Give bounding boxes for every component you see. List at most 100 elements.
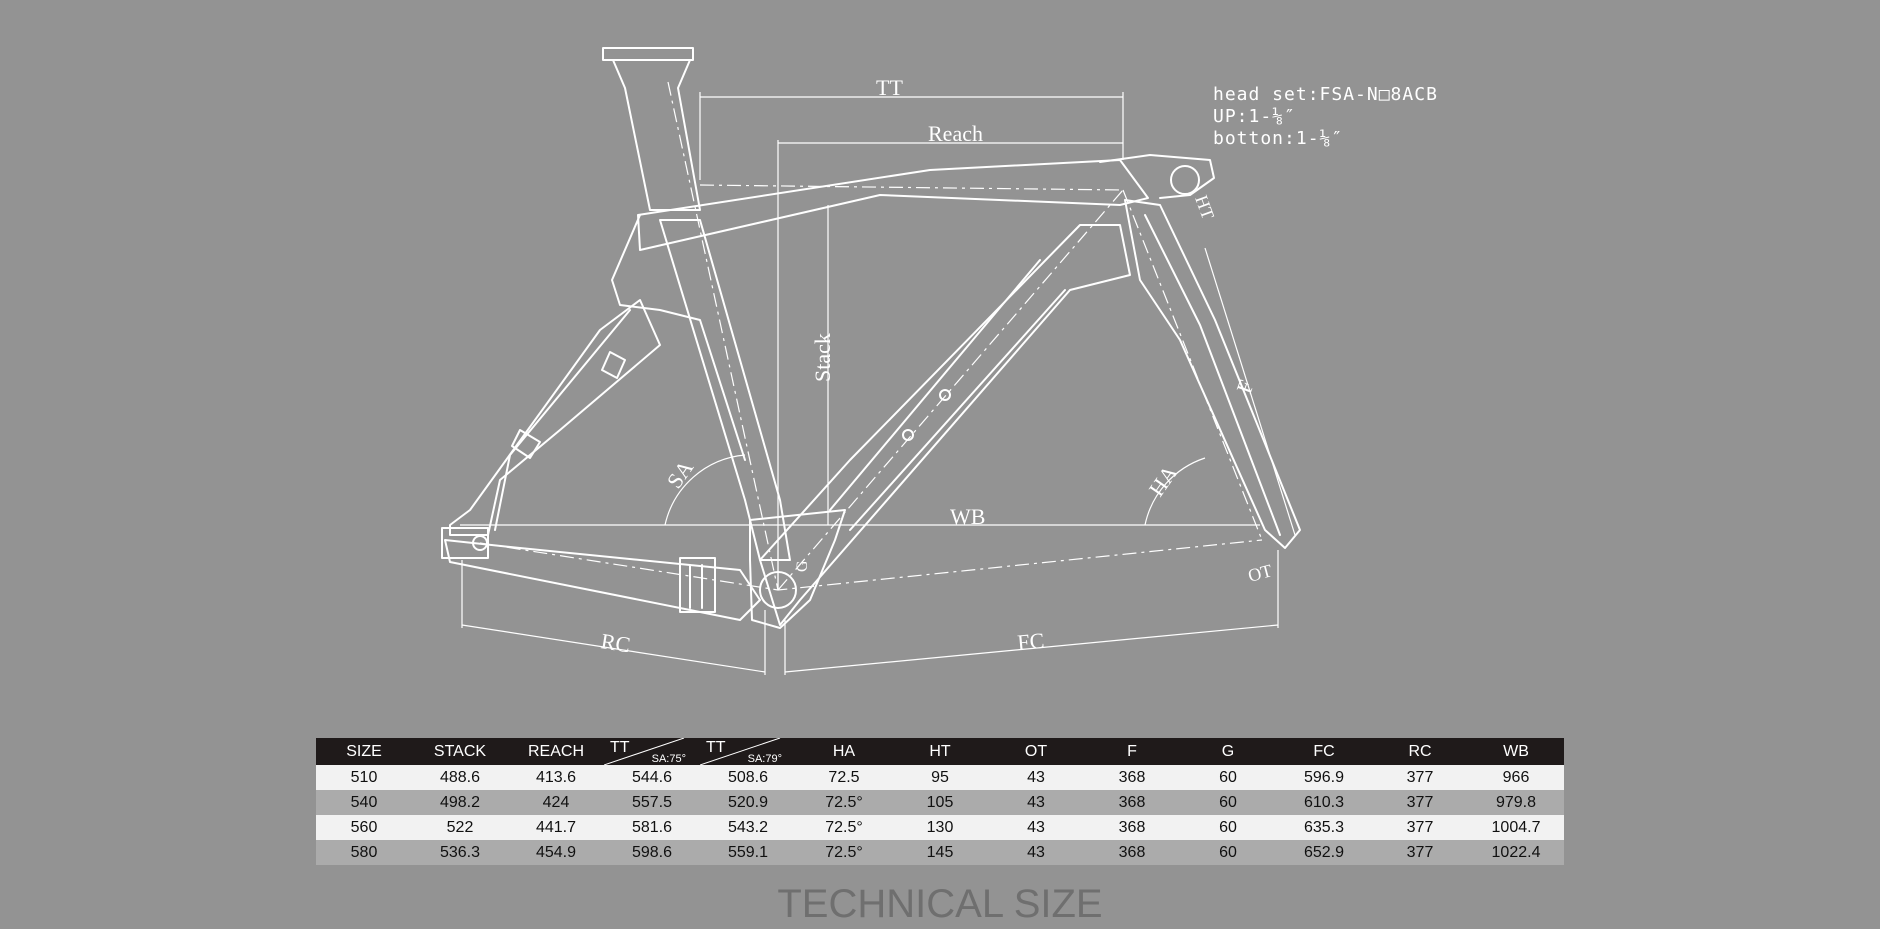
cell-reach: 441.7 (508, 815, 604, 840)
label-ot: OT (1246, 560, 1274, 586)
cell-tt-sa79: 520.9 (700, 790, 796, 815)
cell-fc: 596.9 (1276, 765, 1372, 790)
header-rc: RC (1372, 738, 1468, 765)
cell-ot: 43 (988, 765, 1084, 790)
chain-stay (444, 539, 761, 621)
top-tube (637, 159, 1149, 251)
headset-note: head set:FSA-N□8ACB UP:1-⅛″ botton:1-⅛″ (1213, 84, 1438, 150)
cell-f: 368 (1084, 765, 1180, 790)
header-reach: REACH (508, 738, 604, 765)
geometry-table: SIZE STACK REACH TT SA:75° TT SA:79° HA … (316, 738, 1564, 865)
header-stack: STACK (412, 738, 508, 765)
cell-size: 560 (316, 815, 412, 840)
cell-wb: 1022.4 (1468, 840, 1564, 865)
cell-ot: 43 (988, 840, 1084, 865)
header-ht: HT (892, 738, 988, 765)
cell-size: 540 (316, 790, 412, 815)
header-ot: OT (988, 738, 1084, 765)
label-ht: HT (1191, 193, 1218, 222)
cell-f: 368 (1084, 790, 1180, 815)
cell-f: 368 (1084, 840, 1180, 865)
fc-dimension (784, 550, 1279, 675)
centerline-chainstay (479, 539, 1263, 591)
header-tt-sa79-sub: SA:79° (747, 753, 782, 765)
centerline-seat (667, 81, 779, 591)
label-tt: TT (876, 75, 903, 100)
cell-ha: 72.5° (796, 790, 892, 815)
technical-size-title: TECHNICAL SIZE (777, 882, 1103, 926)
label-sa: SA (662, 455, 699, 492)
header-tt-sa75: TT SA:75° (604, 738, 700, 765)
seat-tube-aero (611, 214, 746, 461)
cell-g: 60 (1180, 815, 1276, 840)
cell-size: 510 (316, 765, 412, 790)
label-ha: HA (1144, 460, 1183, 500)
head-tube (1099, 154, 1215, 199)
header-size: SIZE (316, 738, 412, 765)
sa-arc (664, 454, 746, 526)
headset-circle (1170, 165, 1200, 195)
down-tube (759, 224, 1131, 626)
seat-stay (449, 299, 661, 536)
cell-size: 580 (316, 840, 412, 865)
table-header-row: SIZE STACK REACH TT SA:75° TT SA:79° HA … (316, 738, 1564, 765)
bottle-bolt-1 (939, 389, 951, 401)
cell-f: 368 (1084, 815, 1180, 840)
cell-rc: 377 (1372, 790, 1468, 815)
cell-reach: 424 (508, 790, 604, 815)
cell-stack: 498.2 (412, 790, 508, 815)
cell-g: 60 (1180, 790, 1276, 815)
cell-rc: 377 (1372, 815, 1468, 840)
cell-wb: 979.8 (1468, 790, 1564, 815)
label-rc: RC (599, 628, 632, 657)
label-wb: WB (950, 504, 985, 529)
down-tube-inner (829, 259, 1066, 531)
reach-dimension (777, 140, 1123, 590)
ha-arc (1144, 457, 1206, 526)
cell-reach: 454.9 (508, 840, 604, 865)
dropout (441, 527, 489, 559)
header-wb: WB (1468, 738, 1564, 765)
cell-ot: 43 (988, 790, 1084, 815)
cell-ha: 72.5° (796, 815, 892, 840)
rc-dimension (461, 560, 766, 675)
seat-mast (602, 47, 694, 61)
frame-diagram: TT Reach Stack SA HA WB RC FC F G HT OT (441, 47, 1301, 675)
cable-port (511, 351, 626, 459)
cell-fc: 652.9 (1276, 840, 1372, 865)
header-f: F (1084, 738, 1180, 765)
cell-ha: 72.5 (796, 765, 892, 790)
cell-fc: 635.3 (1276, 815, 1372, 840)
label-f: F (1231, 377, 1259, 397)
cell-ht: 95 (892, 765, 988, 790)
fork (1124, 199, 1301, 549)
header-tt-sa79: TT SA:79° (700, 738, 796, 765)
cell-g: 60 (1180, 840, 1276, 865)
cell-tt-sa79: 559.1 (700, 840, 796, 865)
header-tt-sa79-label: TT (706, 739, 726, 756)
cell-reach: 413.6 (508, 765, 604, 790)
cell-tt-sa79: 543.2 (700, 815, 796, 840)
header-fc: FC (1276, 738, 1372, 765)
cell-ot: 43 (988, 815, 1084, 840)
cell-tt-sa79: 508.6 (700, 765, 796, 790)
centerline-top (699, 184, 1124, 191)
cell-tt-sa75: 557.5 (604, 790, 700, 815)
cell-stack: 536.3 (412, 840, 508, 865)
rear-axle (472, 535, 488, 551)
centerline-downtube (777, 189, 1124, 591)
cell-tt-sa75: 544.6 (604, 765, 700, 790)
bb-shell (749, 509, 846, 629)
seat-stay-inner (494, 309, 631, 531)
headset-note-line-1: head set:FSA-N□8ACB (1213, 84, 1438, 105)
fork-inner (1144, 214, 1281, 536)
seat-post (612, 59, 701, 211)
cell-tt-sa75: 598.6 (604, 840, 700, 865)
label-stack: Stack (810, 333, 835, 382)
label-g: G (794, 560, 811, 572)
cell-stack: 488.6 (412, 765, 508, 790)
